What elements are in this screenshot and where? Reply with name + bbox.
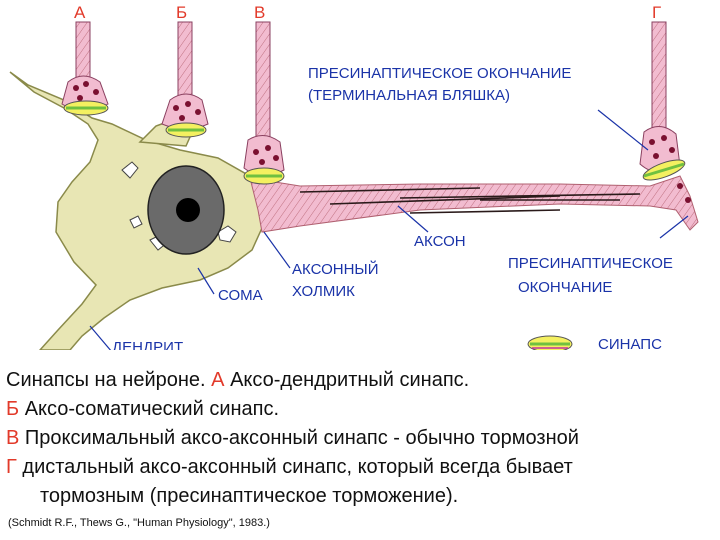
nucleolus	[176, 198, 200, 222]
terminal-boutons	[61, 75, 681, 176]
caption-letter-v: В	[6, 427, 20, 449]
label-dendrite: ДЕНДРИТ	[112, 339, 183, 350]
caption-letter-a: А	[211, 369, 225, 391]
letter-v: В	[254, 3, 265, 22]
letter-b: Б	[176, 3, 187, 22]
axon-body	[249, 175, 699, 233]
label-presynaptic-line1: ПРЕСИНАПТИЧЕСКОЕ	[508, 255, 673, 272]
label-presynaptic-line2: ОКОНЧАНИЕ	[518, 279, 612, 296]
letter-a: А	[74, 3, 86, 22]
label-terminal-line2: (ТЕРМИНАЛЬНАЯ БЛЯШКА)	[308, 87, 510, 104]
vesicles	[73, 81, 691, 203]
caption-line-4: Г дистальный аксо-аксонный синапс, котор…	[6, 453, 718, 482]
caption-inhibition: тормозным (пресинаптическое торможение).	[40, 485, 459, 507]
organelles	[121, 161, 237, 251]
synapses	[63, 100, 686, 185]
caption-line-2: Б Аксо-соматический синапс.	[6, 395, 718, 424]
label-axon: АКСОН	[414, 233, 466, 250]
axon-streaks	[299, 187, 641, 214]
label-axon-hillock-line2: ХОЛМИК	[292, 283, 355, 300]
caption-axo-dendritic: Аксо-дендритный синапс.	[230, 369, 470, 391]
caption-proximal: Проксимальный аксо-аксонный синапс - обы…	[24, 427, 579, 449]
presynaptic-fibers	[75, 21, 667, 141]
caption-intro: Синапсы на нейроне.	[6, 369, 206, 391]
letter-g: Г	[652, 3, 661, 22]
label-terminal-line1: ПРЕСИНАПТИЧЕСКОЕ ОКОНЧАНИЕ	[308, 65, 571, 82]
caption-distal: дистальный аксо-аксонный синапс, который…	[22, 456, 573, 478]
caption-line-5: тормозным (пресинаптическое торможение).	[6, 482, 718, 511]
caption-line-1: Синапсы на нейроне. А Аксо-дендритный си…	[6, 366, 718, 395]
label-axon-hillock-line1: АКСОННЫЙ	[292, 260, 378, 278]
label-synapse-legend: СИНАПС	[598, 336, 662, 350]
citation: (Schmidt R.F., Thews G., "Human Physiolo…	[8, 517, 270, 529]
label-soma: СОМА	[218, 287, 263, 304]
caption-axo-somatic: Аксо-соматический синапс.	[24, 398, 280, 420]
caption-letter-b: Б	[6, 398, 20, 420]
neuron-synapse-diagram: А Б В Г ПРЕСИНАПТИЧЕСКОЕ ОКОНЧАНИЕ (ТЕРМ…	[9, 3, 699, 350]
caption: Синапсы на нейроне. А Аксо-дендритный си…	[6, 366, 718, 511]
caption-line-3: В Проксимальный аксо-аксонный синапс - о…	[6, 424, 718, 453]
leader-lines	[89, 109, 689, 350]
caption-letter-g: Г	[6, 456, 17, 478]
synapse-legend-icon	[527, 335, 573, 350]
